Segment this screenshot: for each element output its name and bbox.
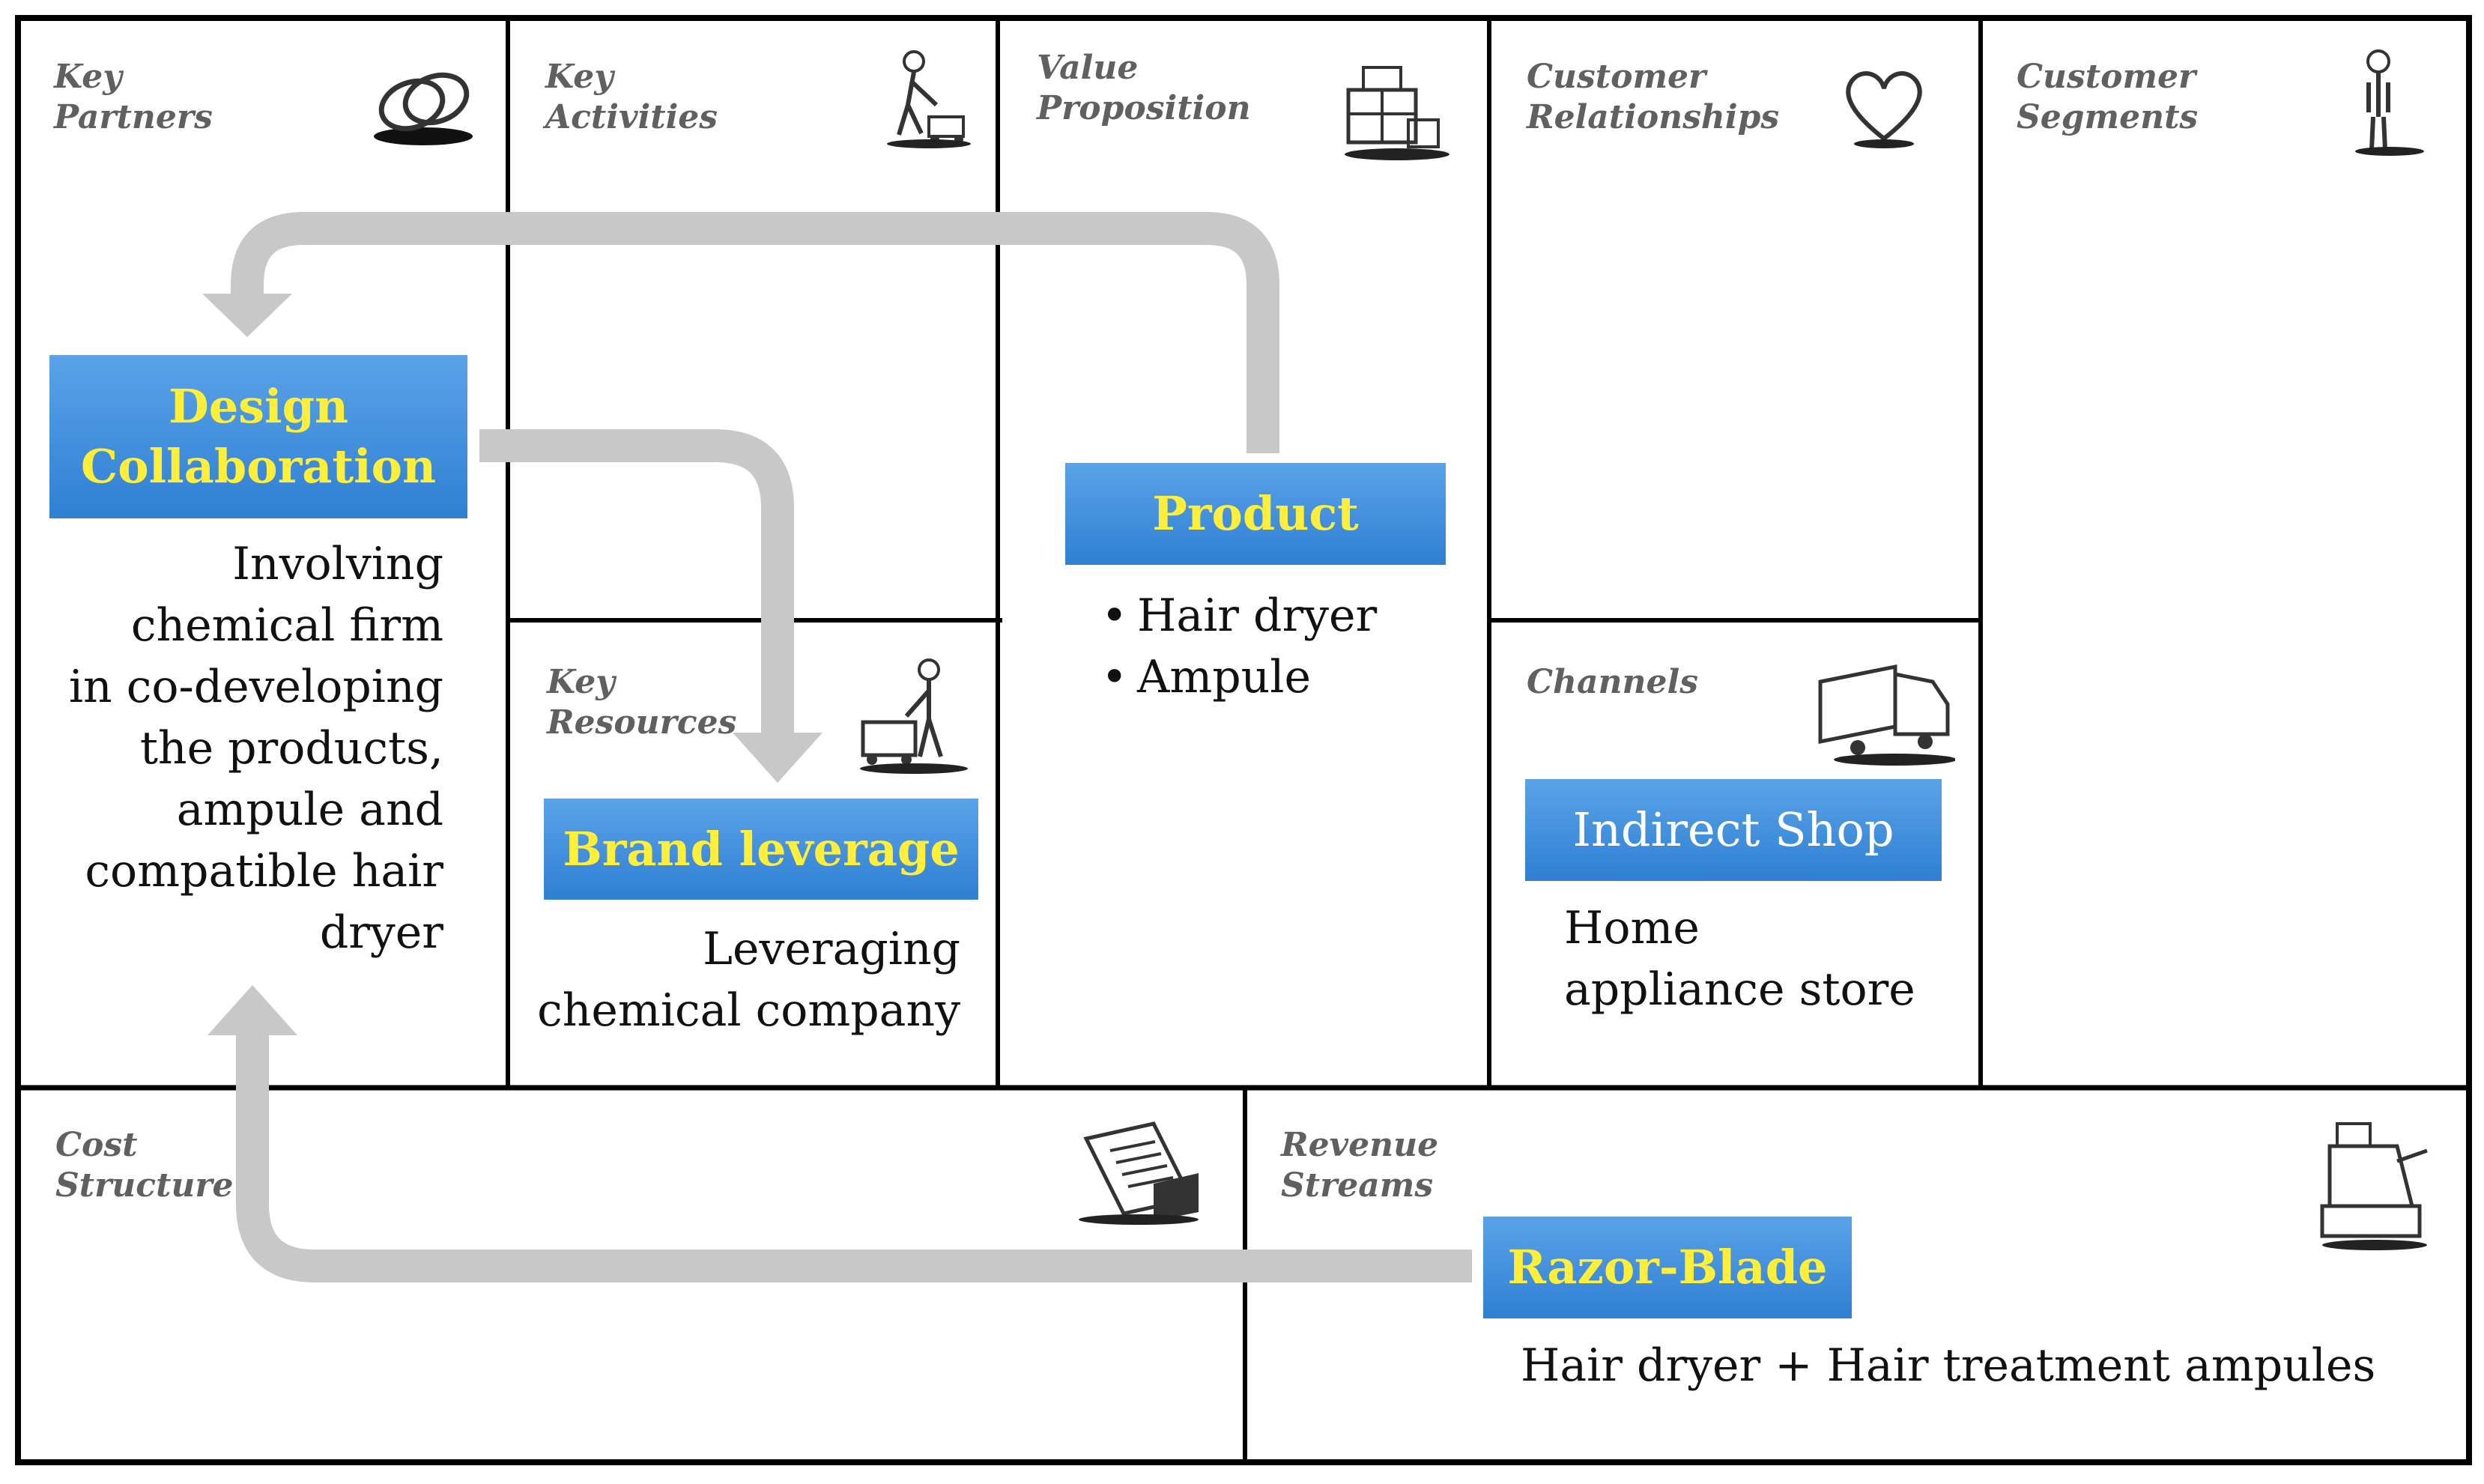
- resources-note: Leveraging chemical company: [537, 923, 960, 1037]
- gift-boxes-icon: [1345, 66, 1449, 160]
- key-partners-label: Key Partners: [54, 58, 213, 136]
- arrow-product-to-design: [231, 212, 1279, 453]
- person-with-cart-icon: [860, 658, 968, 774]
- indirect-shop-box: Indirect Shop: [1525, 779, 1942, 881]
- arrow-head-brand: [733, 733, 823, 783]
- cash-register-icon: [2320, 1122, 2428, 1250]
- channels-note: Home appliance store: [1564, 902, 1915, 1016]
- invoice-papers-icon: [1079, 1121, 1199, 1225]
- product-box: Product: [1065, 463, 1446, 565]
- arrow-design-to-brand: [479, 429, 794, 734]
- customer-relationships-label: Customer Relationships: [1527, 58, 1780, 136]
- revenue-streams-label: Revenue Streams: [1281, 1126, 1439, 1205]
- arrow-head-up: [207, 985, 297, 1035]
- person-mowing-icon: [887, 50, 971, 148]
- brand-leverage-box: Brand leverage: [544, 799, 978, 900]
- value-proposition-label: Value Proposition: [1037, 49, 1251, 127]
- design-collaboration-box: Design Collaboration: [49, 355, 467, 518]
- partners-note: Involving chemical firm in co-developing…: [68, 538, 443, 959]
- heart-icon: [1846, 71, 1922, 148]
- cost-structure-label: Cost Structure: [55, 1126, 234, 1205]
- product-item: •Hair dryer: [1101, 590, 1378, 642]
- delivery-truck-icon: [1818, 664, 1955, 766]
- product-item: •Ampule: [1101, 651, 1311, 703]
- razor-blade-box: Razor-Blade: [1483, 1217, 1852, 1318]
- interlocking-rings-icon: [374, 72, 473, 145]
- arrow-razor-to-design: [236, 1034, 1472, 1282]
- arrow-head-design: [202, 294, 292, 337]
- revenue-note: Hair dryer + Hair treatment ampules: [1521, 1339, 2376, 1392]
- standing-person-icon: [2355, 49, 2424, 156]
- channels-label: Channels: [1527, 663, 1698, 701]
- customer-segments-label: Customer Segments: [2017, 58, 2199, 136]
- key-resources-label: Key Resources: [547, 663, 737, 742]
- key-activities-label: Key Activities: [545, 58, 718, 136]
